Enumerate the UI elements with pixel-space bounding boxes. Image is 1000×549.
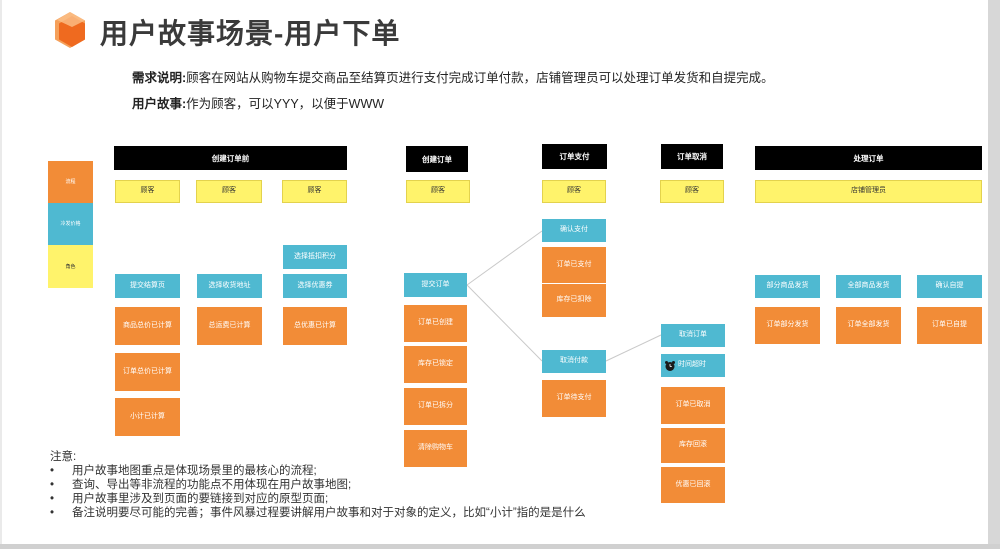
command-card: 确认自提: [917, 275, 982, 298]
event-card: 订单总价已计算: [115, 353, 180, 391]
event-card: 商品总价已计算: [115, 307, 180, 345]
role-card: 顾客: [282, 180, 347, 203]
slide: 用户故事场景-用户下单 需求说明:顾客在网站从购物车提交商品至结算页进行支付完成…: [2, 0, 988, 544]
event-card: 订单已取消: [661, 387, 725, 424]
phase-header-create-order: 创建订单: [406, 146, 468, 172]
command-card: 确认支付: [542, 219, 606, 242]
note-item: 备注说明要尽可能的完善；事件风暴过程要讲解用户故事和对于对象的定义，比如“小计”…: [50, 506, 592, 520]
command-card: 取消订单: [661, 324, 725, 347]
event-card: 订单已自提: [917, 307, 982, 344]
note-item: 用户故事地图重点是体现场景里的最核心的流程;: [50, 464, 592, 478]
role-card: 店铺管理员: [755, 180, 982, 203]
command-card: 取消付款: [542, 350, 606, 373]
page-title: 用户故事场景-用户下单: [100, 18, 401, 49]
phase-header-before-order: 创建订单前: [114, 146, 347, 170]
user-story-label: 用户故事:: [132, 97, 187, 111]
hexagon-logo-icon: [55, 12, 85, 48]
note-item: 查询、导出等非流程的功能点不用体现在用户故事地图;: [50, 478, 592, 492]
event-card: 订单部分发货: [755, 307, 820, 344]
role-card: 顾客: [196, 180, 262, 203]
role-card: 顾客: [542, 180, 606, 203]
timeout-label: 时间超时: [678, 361, 706, 369]
phase-header-process: 处理订单: [755, 146, 982, 170]
user-story-line: 用户故事:作为顾客，可以YYY，以便于WWW: [132, 93, 384, 112]
flow-connectors: [466, 230, 662, 362]
alarm-clock-icon: [665, 360, 675, 371]
event-card: 订单已拆分: [404, 388, 467, 425]
note-item: 用户故事里涉及到页面的要链接到对应的原型页面;: [50, 492, 592, 506]
command-card: 选择收货地址: [197, 274, 262, 298]
phase-header-cancel: 订单取消: [661, 144, 723, 169]
notes-heading: 注意:: [50, 451, 77, 463]
command-card: 提交订单: [404, 273, 467, 297]
event-card: 总优惠已计算: [283, 307, 347, 345]
command-card: 选择优惠券: [283, 274, 347, 298]
role-card: 顾客: [406, 180, 470, 203]
event-card: 优惠已回滚: [661, 467, 725, 503]
requirement-label: 需求说明:: [132, 71, 187, 85]
phase-header-pay: 订单支付: [542, 144, 607, 169]
event-card: 订单已支付: [542, 247, 606, 283]
notes: 注意: 用户故事地图重点是体现场景里的最核心的流程; 查询、导出等非流程的功能点…: [50, 450, 592, 520]
event-card: 库存已锁定: [404, 346, 467, 383]
event-card: 小计已计算: [115, 398, 180, 436]
legend-role: 角色: [48, 245, 93, 288]
event-card: 库存回滚: [661, 428, 725, 463]
window-bottom-edge: [0, 544, 1000, 549]
role-card: 顾客: [115, 180, 180, 203]
user-story-text: 作为顾客，可以YYY，以便于WWW: [186, 97, 385, 111]
command-card: 选择抵扣积分: [283, 245, 347, 269]
event-card: 订单全部发货: [836, 307, 901, 344]
command-card-timeout: 时间超时: [661, 354, 725, 377]
requirement-text: 顾客在网站从购物车提交商品至结算页进行支付完成订单付款，店铺管理员可以处理订单发…: [186, 71, 774, 85]
event-card: 订单已创建: [404, 305, 467, 342]
command-card: 提交结算页: [115, 274, 180, 298]
event-card: 清除购物车: [404, 430, 467, 467]
event-card: 总运费已计算: [197, 307, 262, 345]
window-scrollbar[interactable]: [988, 0, 1000, 549]
event-card: 库存已扣除: [542, 284, 606, 317]
command-card: 部分商品发货: [755, 275, 820, 298]
command-card: 全部商品发货: [836, 275, 901, 298]
event-card: 订单待支付: [542, 380, 606, 417]
legend-flow: 流程: [48, 161, 93, 203]
legend-event: 冷发价格: [48, 203, 93, 245]
role-card: 顾客: [660, 180, 724, 203]
requirement-line: 需求说明:顾客在网站从购物车提交商品至结算页进行支付完成订单付款，店铺管理员可以…: [132, 67, 774, 86]
